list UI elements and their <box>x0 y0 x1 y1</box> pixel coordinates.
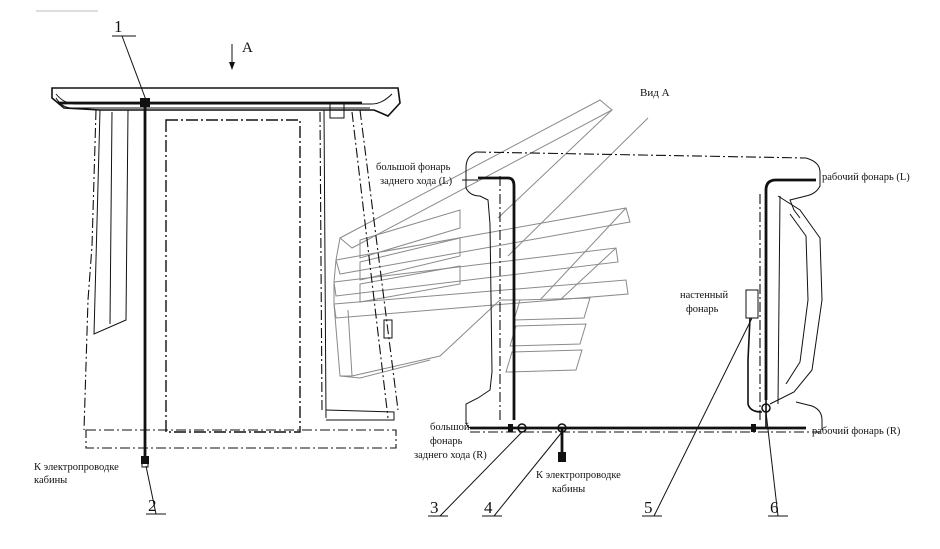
leader-4 <box>493 431 563 517</box>
front-pillar <box>93 109 129 335</box>
big-rear-lamp-r-line1: большой <box>430 422 470 433</box>
leader-3 <box>439 431 523 517</box>
top-outline <box>475 151 807 159</box>
big-rear-lamp-r-line2: фонарь <box>430 436 463 447</box>
leader-2 <box>145 465 157 515</box>
callout-4: 4 <box>484 498 493 517</box>
right-top-view: Вид А большой фонарь заднего хода ( <box>376 87 910 517</box>
arrow-label: A <box>242 40 253 56</box>
connector <box>141 456 149 464</box>
cab-floor <box>85 429 397 449</box>
wall-lamp-harness <box>747 317 763 413</box>
callout-6: 6 <box>770 498 779 517</box>
big-rear-lamp-l-line2: заднего хода (L) <box>380 176 453 187</box>
callout-5: 5 <box>644 498 653 517</box>
cab-wiring-note-line1: К электропроводке <box>34 462 119 473</box>
right-top-outline <box>789 157 821 219</box>
cab-rear-edge <box>319 111 323 411</box>
work-lamp-r-label: рабочий фонарь (R) <box>812 426 901 437</box>
watermark-logo <box>333 99 649 379</box>
view-a-title: Вид А <box>640 87 670 99</box>
callout-2: 2 <box>148 496 157 515</box>
wall-lamp-line2: фонарь <box>686 304 719 315</box>
right-lamp-harness <box>764 178 816 400</box>
left-side-view: A 1 2 К электропроводке кабины <box>34 17 401 515</box>
leader-5 <box>653 317 753 517</box>
callout-3: 3 <box>430 498 439 517</box>
cab-wiring-line1: К электропроводке <box>536 470 621 481</box>
big-rear-lamp-r-line3: заднего хода (R) <box>414 450 487 461</box>
cab-door <box>165 119 301 433</box>
cab-front-edge <box>83 109 97 431</box>
right-bottom-outline <box>795 401 823 430</box>
left-lamp-harness <box>478 176 516 420</box>
callout-1: 1 <box>114 17 123 36</box>
cab-wiring-note-line2: кабины <box>34 475 67 486</box>
work-lamp-l-label: рабочий фонарь (L) <box>822 172 910 183</box>
cab-roof <box>51 87 401 117</box>
cab-wiring-line2: кабины <box>552 484 585 495</box>
rear-lamp-bracket <box>329 103 345 119</box>
big-rear-lamp-l-line1: большой фонарь <box>376 162 451 173</box>
left-outline <box>465 151 493 429</box>
wall-lamp <box>745 289 759 319</box>
right-hood <box>769 195 823 405</box>
leader-1 <box>121 35 147 101</box>
wall-lamp-line1: настенный <box>680 290 728 301</box>
leader-6 <box>765 411 779 517</box>
